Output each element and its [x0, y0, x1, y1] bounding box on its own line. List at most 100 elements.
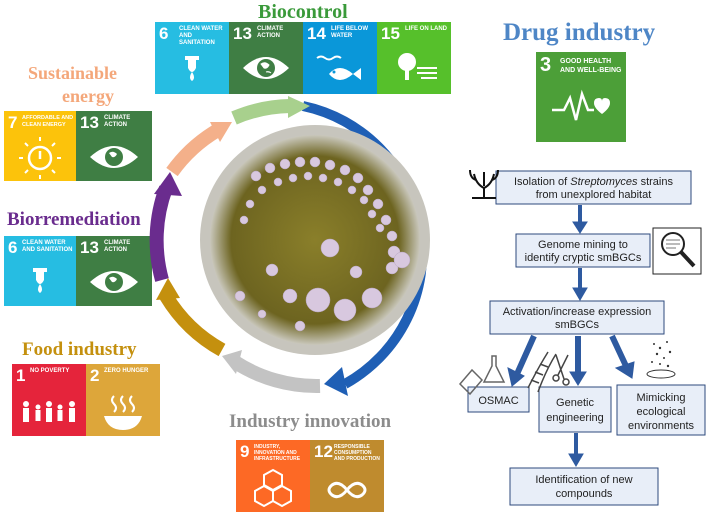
magnifier-document-icon: [652, 227, 702, 275]
svg-text:environments: environments: [628, 420, 695, 432]
svg-text:Identification of new: Identification of new: [535, 474, 632, 486]
sdg-tile-6-biocontrol: 6 Clean water and sanitation: [155, 22, 229, 94]
svg-text:Activation/increase expression: Activation/increase expression: [503, 306, 652, 318]
cycle-arrow-industry-innovation: [231, 356, 321, 394]
petri-particles-icon: [646, 341, 676, 379]
sdg-tile-13-bioremediation: 13 Climate action: [76, 236, 152, 306]
sdg-label: Zero hunger: [104, 368, 149, 374]
cycle-arrowhead-sustainable-energy: [210, 122, 232, 142]
sdg-number: 15: [381, 24, 400, 43]
flow-box-identification: Identification of new compounds: [509, 467, 659, 506]
sdg-number: 9: [240, 442, 250, 461]
sdg-tile-15-biocontrol: 15 Life on land: [377, 22, 451, 94]
svg-text:Isolation of Streptomyces stra: Isolation of Streptomyces strains: [514, 176, 673, 188]
drug-industry-heading: Drug industry: [503, 19, 656, 46]
sun-power-icon: [19, 137, 61, 179]
industry-innovation-heading: Industry innovation: [229, 411, 392, 432]
flow-arrow-genome-to-activation: [572, 268, 588, 301]
sdg-tile-13-biocontrol: 13 Climate action: [229, 22, 303, 94]
flow-arrow-to-mimicking: [609, 334, 635, 379]
svg-text:ecological: ecological: [637, 406, 686, 418]
sdg-label: Good health and well-being: [560, 58, 622, 74]
food-industry-heading: Food industry: [22, 339, 137, 360]
sustainable-energy-heading-line1: Sustainable: [28, 63, 118, 83]
svg-text:identify cryptic smBGCs: identify cryptic smBGCs: [525, 252, 642, 264]
coral-icon: [469, 169, 499, 199]
sdg-label: Climate action: [257, 26, 284, 39]
flow-box-genetic-engineering: Genetic engineering: [538, 386, 612, 433]
sdg-label: Clean water and sanitation: [179, 26, 223, 46]
cycle-arrow-biocontrol: [231, 99, 291, 125]
flow-arrow-isolation-to-genome: [572, 205, 588, 234]
sdg-tile-3-drug: 3 Good health and well-being: [536, 52, 626, 142]
cubes-icon: [254, 468, 292, 508]
fish-icon: [316, 55, 361, 80]
sdg-label: Industry, innovation and infrastructure: [254, 444, 301, 462]
sdg-label: Clean water and sanitation: [22, 240, 73, 253]
cycle-arrowhead-bioremediation: [154, 172, 182, 196]
sdg-tile-13-energy: 13 Climate action: [76, 111, 152, 181]
bioremediation-heading: Biorremediation: [7, 209, 141, 230]
biocontrol-heading: Biocontrol: [258, 1, 348, 23]
flow-box-genome-mining: Genome mining to identify cryptic smBGCs: [515, 233, 651, 268]
cycle-arrowhead-food-industry: [156, 278, 180, 300]
flasks-icon: [458, 355, 506, 396]
sdg-number: 2: [90, 366, 100, 385]
sdg-label: No poverty: [30, 368, 70, 374]
flow-arrow-to-genetic: [569, 336, 587, 386]
sdg-number: 6: [8, 238, 18, 257]
flow-arrow-genetic-to-identification: [568, 433, 584, 467]
cycle-arrow-food-industry: [160, 292, 226, 357]
flow-box-isolation: Isolation of Streptomyces strains from u…: [495, 170, 692, 205]
sdg-number: 7: [8, 113, 18, 132]
sdg-number: 6: [159, 24, 169, 43]
flow-box-osmac: OSMAC: [467, 386, 530, 413]
sdg-number: 13: [80, 113, 99, 132]
sdg-tile-1-food: 1 No poverty: [12, 364, 86, 436]
sdg-label: Life below water: [331, 26, 368, 39]
heartbeat-icon: [552, 89, 610, 121]
sdg-tile-9-industry: 9 Industry, innovation and infrastructur…: [236, 440, 310, 512]
cycle-arrow-sustainable-energy: [166, 123, 222, 177]
water-tap-icon: [185, 56, 199, 81]
svg-text:Genetic: Genetic: [556, 397, 594, 409]
infinity-icon: [327, 481, 367, 499]
svg-text:compounds: compounds: [556, 488, 613, 500]
flow-box-mimicking: Mimicking ecological environments: [616, 384, 706, 436]
svg-text:OSMAC: OSMAC: [478, 395, 518, 407]
sdg-number: 14: [307, 24, 326, 43]
svg-text:Genome mining to: Genome mining to: [538, 239, 628, 251]
svg-text:from unexplored habitat: from unexplored habitat: [536, 189, 652, 201]
svg-text:engineering: engineering: [546, 412, 604, 424]
water-tap-icon: [33, 268, 47, 293]
cycle-arrowhead-industry-innovation: [222, 350, 242, 374]
sustainable-energy-heading-line2: energy: [62, 86, 114, 106]
family-icon: [23, 401, 75, 422]
svg-text:smBGCs: smBGCs: [555, 319, 600, 331]
sdg-label: Climate action: [104, 240, 131, 253]
cycle-arrowhead-drug-industry: [324, 367, 348, 396]
sdg-tile-2-food: 2 Zero hunger: [86, 364, 160, 436]
sdg-label: Life on land: [405, 26, 447, 32]
svg-text:Mimicking: Mimicking: [637, 392, 686, 404]
sdg-number: 3: [540, 54, 552, 76]
flow-box-activation: Activation/increase expression smBGCs: [489, 300, 665, 335]
petri-dish-image: [200, 125, 430, 355]
earth-eye-icon: [243, 57, 289, 79]
sdg-tile-12-industry: 12 Responsible consumption and productio…: [310, 440, 384, 512]
sdg-number: 12: [314, 442, 333, 461]
sdg-number: 13: [80, 238, 99, 257]
sdg-tile-7-energy: 7 Affordable and clean energy: [4, 111, 76, 181]
cycle-arrow-bioremediation: [149, 185, 173, 282]
earth-eye-icon: [90, 146, 138, 168]
sdg-label: Responsible consumption and production: [334, 444, 380, 462]
sdg-tile-14-biocontrol: 14 Life below water: [303, 22, 377, 94]
dna-scissors-icon: [527, 351, 570, 393]
tree-icon: [398, 53, 437, 80]
earth-eye-icon: [90, 271, 138, 293]
sdg-label: Climate action: [104, 115, 131, 128]
sdg-number: 13: [233, 24, 252, 43]
cycle-arrowhead-biocontrol: [288, 96, 310, 118]
sdg-tile-6-bioremediation: 6 Clean water and sanitation: [4, 236, 76, 306]
